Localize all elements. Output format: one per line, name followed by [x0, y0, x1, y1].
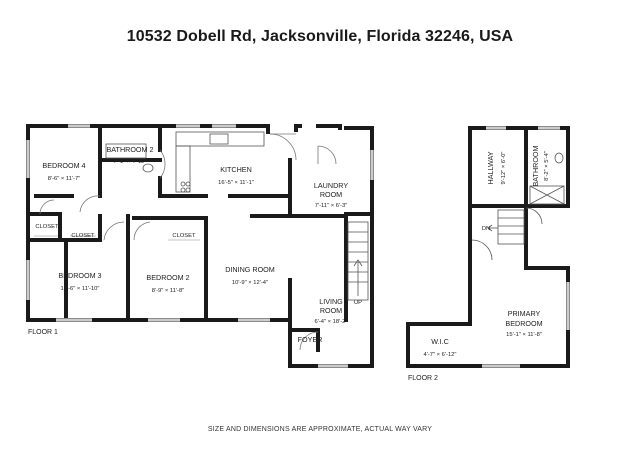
door-swing	[269, 133, 297, 161]
bathroom-dims: 8'-2" × 5'-4"	[544, 151, 550, 181]
property-address-title: 10532 Dobell Rd, Jacksonville, Florida 3…	[126, 28, 514, 45]
floor2-interior-walls	[406, 126, 528, 326]
disclaimer-note: SIZE AND DIMENSIONS ARE APPROXIMATE, ACT…	[207, 426, 433, 433]
stairs-dn-label: DN	[482, 226, 490, 232]
bedroom4-label: BEDROOM 4	[42, 161, 85, 170]
hallway-dims: 9'-12" × 6'-0"	[501, 152, 507, 185]
living-label-1: LIVING	[319, 297, 343, 306]
floor1-interior-walls	[28, 126, 348, 368]
primary-bedroom-label-2: BEDROOM	[505, 319, 542, 328]
bathroom2-fixtures	[105, 143, 154, 173]
dining-dims: 10'-9" × 12'-4"	[232, 280, 268, 286]
wic-dims: 4'-7" × 6'-12"	[424, 352, 457, 358]
wic-label: W.I.C	[431, 337, 449, 346]
floor2-fixtures	[471, 152, 565, 261]
kitchen-counters	[175, 131, 265, 193]
kitchen-dims: 16'-5" × 11'-1"	[218, 180, 254, 186]
bathroom2-label: BATHROOM 2	[107, 145, 154, 154]
stairs-floor1	[347, 221, 369, 301]
bedroom2-label: BEDROOM 2	[146, 273, 189, 282]
living-label-2: ROOM	[320, 306, 342, 315]
bathroom-label: BATHROOM	[531, 145, 540, 186]
floor1-label: FLOOR 1	[28, 329, 58, 336]
laundry-label-1: LAUNDRY	[314, 181, 348, 190]
primary-bedroom-label-1: PRIMARY	[508, 309, 541, 318]
floor1-outer-wall	[26, 124, 374, 368]
closet-label: CLOSET	[71, 233, 95, 239]
bedroom2-dims: 8'-9" × 11'-8"	[152, 288, 185, 294]
hallway-label: HALLWAY	[486, 151, 495, 184]
bedroom3-dims: 12'-6" × 11'-10"	[61, 286, 100, 292]
floor2-label: FLOOR 2	[408, 375, 438, 382]
bedroom4-dims: 8'-6" × 11'-7"	[48, 176, 81, 182]
dining-label: DINING ROOM	[225, 265, 275, 274]
closet-label: CLOSET	[35, 224, 59, 230]
laundry-dims: 7'-11" × 6'-3"	[315, 203, 348, 209]
foyer-label: FOYER	[298, 335, 323, 344]
bedroom3-label: BEDROOM 3	[58, 271, 101, 280]
closet-label: CLOSET	[172, 233, 196, 239]
laundry-label-2: ROOM	[320, 190, 342, 199]
kitchen-label: KITCHEN	[220, 165, 252, 174]
primary-bedroom-dims: 15'-1" × 11'-8"	[506, 332, 542, 338]
bathroom2-dims: 7'-1" × 4'-12"	[114, 159, 147, 165]
stairs-up-label: UP	[354, 300, 362, 306]
living-dims: 6'-4" × 18'-2"	[315, 319, 348, 325]
